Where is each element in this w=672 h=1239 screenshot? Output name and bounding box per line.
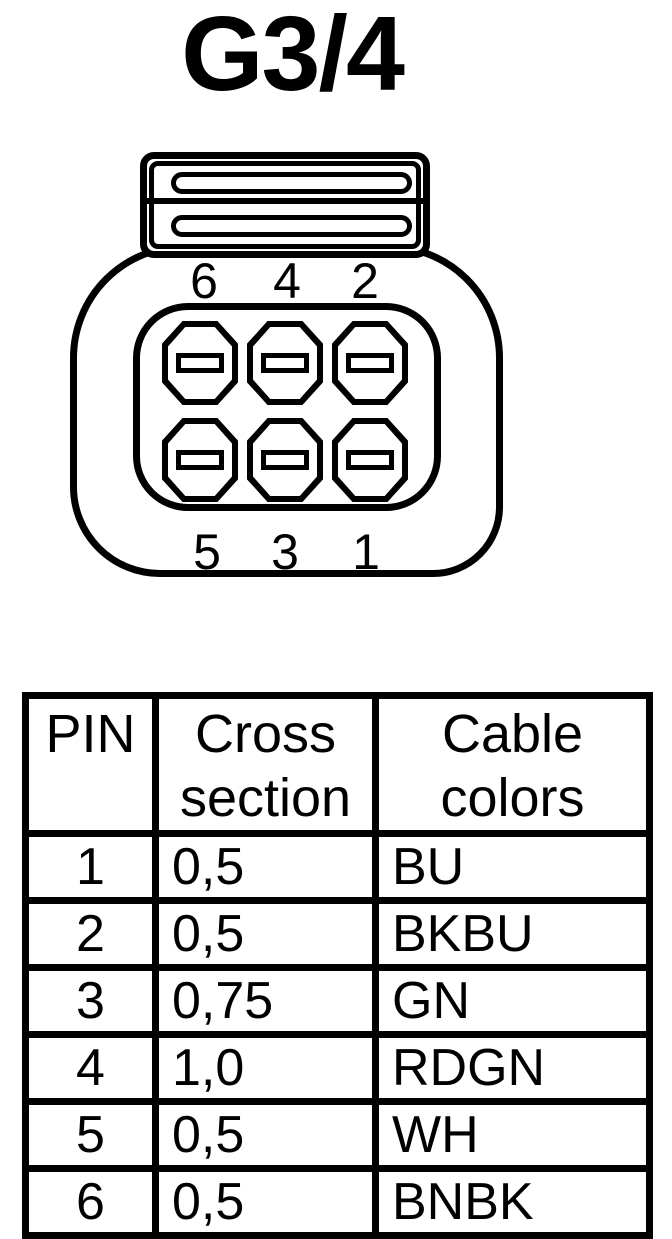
table-row: 6 0,5 BNBK: [22, 1165, 653, 1239]
pin-field-outline: [133, 303, 441, 511]
latch-slot-top: [171, 172, 412, 194]
latch-midline: [142, 198, 428, 204]
col-header-pin: PIN: [22, 691, 159, 838]
pin-cavity-6: [162, 321, 238, 405]
page-title: G3/4: [181, 0, 405, 113]
cell-cross-section: 0,5: [152, 1098, 379, 1173]
pin-terminal-slot: [346, 353, 394, 373]
pin-cavity-1: [332, 418, 408, 502]
connector-figure: 6 4 2 5 3 1: [70, 152, 503, 580]
pin-assignment-table: PIN Cross section Cable colors 1 0,5 BU …: [22, 691, 653, 1239]
pin-number-label-2: 2: [351, 253, 379, 309]
pin-number-label-3: 3: [271, 524, 299, 580]
connector-body-outline: [70, 243, 503, 577]
table-row: 4 1,0 RDGN: [22, 1031, 653, 1106]
pin-terminal-slot: [176, 353, 224, 373]
cell-cross-section: 0,5: [152, 897, 379, 972]
col-header-cross-section: Cross section: [152, 691, 379, 838]
pin-cavity-3: [247, 418, 323, 502]
cell-pin: 1: [22, 830, 159, 905]
cell-cable-color: GN: [372, 964, 653, 1039]
table-row: 2 0,5 BKBU: [22, 897, 653, 972]
cell-pin: 5: [22, 1098, 159, 1173]
pin-terminal-slot: [176, 450, 224, 470]
table-row: 5 0,5 WH: [22, 1098, 653, 1173]
cell-pin: 2: [22, 897, 159, 972]
cell-cross-section: 0,5: [152, 1165, 379, 1239]
pin-cavity-4: [247, 321, 323, 405]
latch-slot-bottom: [171, 215, 412, 237]
pin-number-label-5: 5: [193, 524, 221, 580]
pin-terminal-slot: [261, 353, 309, 373]
cell-pin: 6: [22, 1165, 159, 1239]
cell-cross-section: 0,5: [152, 830, 379, 905]
table-row: 3 0,75 GN: [22, 964, 653, 1039]
pin-number-label-6: 6: [190, 253, 218, 309]
pin-terminal-slot: [346, 450, 394, 470]
cell-cross-section: 0,75: [152, 964, 379, 1039]
latch-inner-frame: [149, 161, 421, 249]
table-row: 1 0,5 BU: [22, 830, 653, 905]
col-header-cable-colors: Cable colors: [372, 691, 653, 838]
cell-cable-color: RDGN: [372, 1031, 653, 1106]
pin-number-label-1: 1: [352, 524, 380, 580]
cell-pin: 4: [22, 1031, 159, 1106]
pin-terminal-slot: [261, 450, 309, 470]
cell-cross-section: 1,0: [152, 1031, 379, 1106]
cell-cable-color: BU: [372, 830, 653, 905]
cell-cable-color: BNBK: [372, 1165, 653, 1239]
pin-number-label-4: 4: [273, 253, 301, 309]
pin-cavity-2: [332, 321, 408, 405]
table-header-row: PIN Cross section Cable colors: [22, 691, 653, 838]
cell-cable-color: WH: [372, 1098, 653, 1173]
cell-cable-color: BKBU: [372, 897, 653, 972]
cell-pin: 3: [22, 964, 159, 1039]
pin-cavity-5: [162, 418, 238, 502]
connector-latch: [140, 152, 430, 258]
